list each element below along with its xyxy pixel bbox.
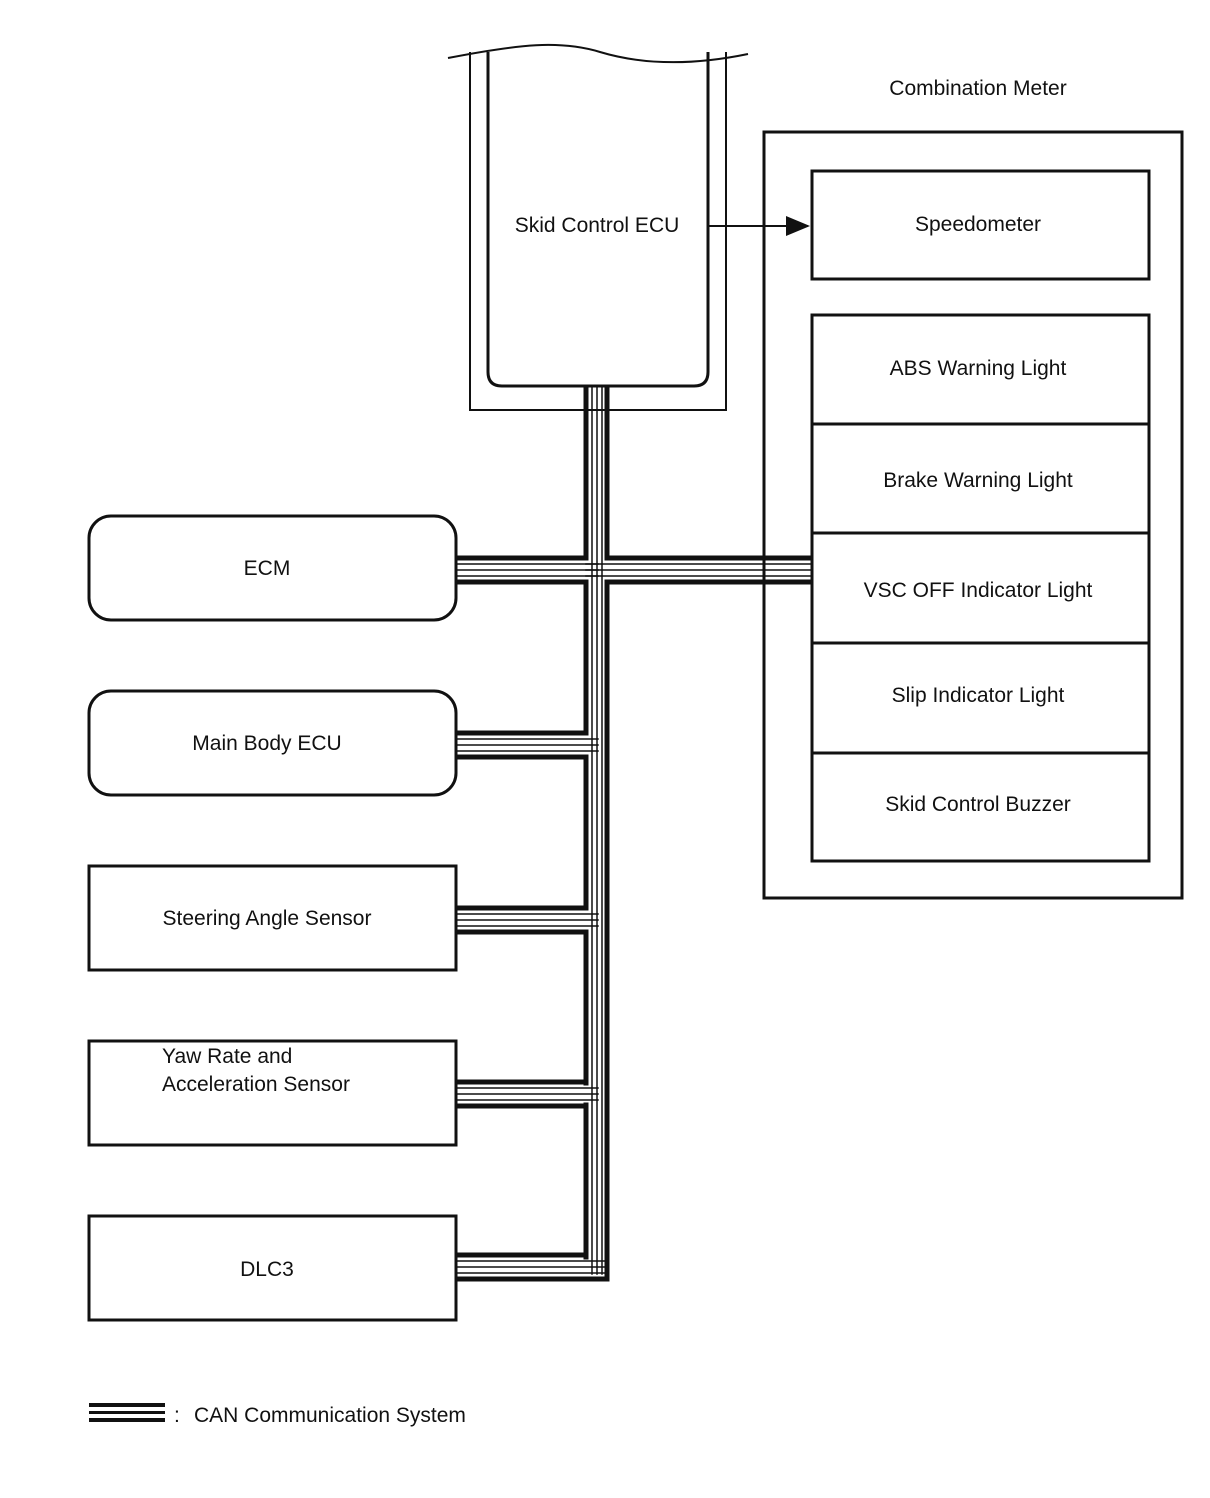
- yaw-rate-acceleration-sensor-label-line-1: Yaw Rate and: [162, 1045, 292, 1068]
- yaw-rate-acceleration-sensor: Yaw Rate and Acceleration Sensor: [87, 1039, 458, 1147]
- ecm-label: ECM: [244, 557, 291, 580]
- can-bus-lines: [453, 383, 815, 1282]
- brake-warning-light-box: [810, 422, 1151, 535]
- abs-warning-light-box: [810, 313, 1151, 426]
- ecm-box: [87, 514, 458, 622]
- brake-warning-light-label: Brake Warning Light: [883, 469, 1073, 492]
- combination-meter-frame: [762, 130, 1184, 900]
- skid-control-ecu-body: [486, 52, 710, 388]
- skid-control-buzzer-box: [810, 751, 1151, 863]
- main-body-ecu-box: [87, 689, 458, 797]
- skid-control-ecu-label: Skid Control ECU: [515, 214, 680, 237]
- abs-warning-light-label: ABS Warning Light: [890, 357, 1067, 380]
- skid-control-ecu-break-line: [447, 43, 749, 64]
- speedometer-box: [810, 169, 1151, 281]
- skid-control-ecu-housing: [469, 52, 727, 411]
- yaw-rate-acceleration-sensor-label-line-2: Acceleration Sensor: [162, 1073, 350, 1096]
- steering-angle-sensor-label: Steering Angle Sensor: [163, 907, 372, 930]
- dlc3: DLC3: [87, 1214, 458, 1322]
- steering-angle-sensor-box: [87, 864, 458, 972]
- skid-control-ecu: Skid Control ECU: [447, 43, 749, 411]
- skid-control-buzzer-label: Skid Control Buzzer: [885, 793, 1071, 816]
- steering-angle-sensor: Steering Angle Sensor: [87, 864, 458, 972]
- ecm: ECM: [87, 514, 458, 622]
- dlc3-label: DLC3: [240, 1258, 294, 1281]
- combination-meter-title: Combination Meter: [889, 77, 1066, 100]
- slip-indicator-light-label: Slip Indicator Light: [892, 684, 1065, 707]
- slip-indicator-light-box: [810, 641, 1151, 755]
- legend: : CAN Communication System: [89, 1403, 466, 1427]
- legend-text: CAN Communication System: [194, 1404, 466, 1427]
- main-body-ecu-label: Main Body ECU: [192, 732, 341, 755]
- legend-separator: :: [174, 1404, 180, 1427]
- yaw-rate-acceleration-sensor-box: [87, 1039, 458, 1147]
- main-body-ecu: Main Body ECU: [87, 689, 458, 797]
- legend-can-line-symbol: [89, 1403, 165, 1422]
- speedometer-label: Speedometer: [915, 213, 1041, 236]
- vsc-off-indicator-light-label: VSC OFF Indicator Light: [864, 579, 1093, 602]
- dlc3-box: [87, 1214, 458, 1322]
- combination-meter: Combination Meter Speedometer ABS Warnin…: [762, 77, 1184, 900]
